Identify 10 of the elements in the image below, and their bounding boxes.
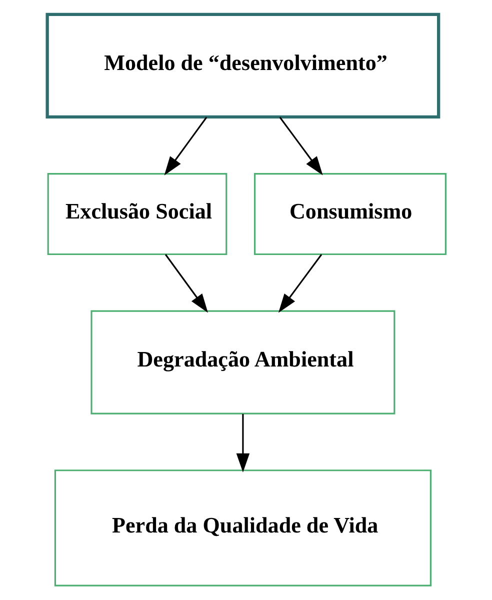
node-box: Perda da Qualidade de Vida [54, 470, 431, 586]
node-box: Exclusão Social [46, 173, 227, 256]
arrow [278, 116, 322, 176]
arrow [236, 414, 250, 472]
arrow [278, 254, 322, 313]
node-box: Consumismo [254, 173, 446, 256]
node-box: Modelo de “desenvolvimento” [45, 12, 440, 119]
arrow [164, 116, 207, 176]
arrow [164, 254, 208, 313]
node-box: Degradação Ambiental [90, 310, 395, 414]
